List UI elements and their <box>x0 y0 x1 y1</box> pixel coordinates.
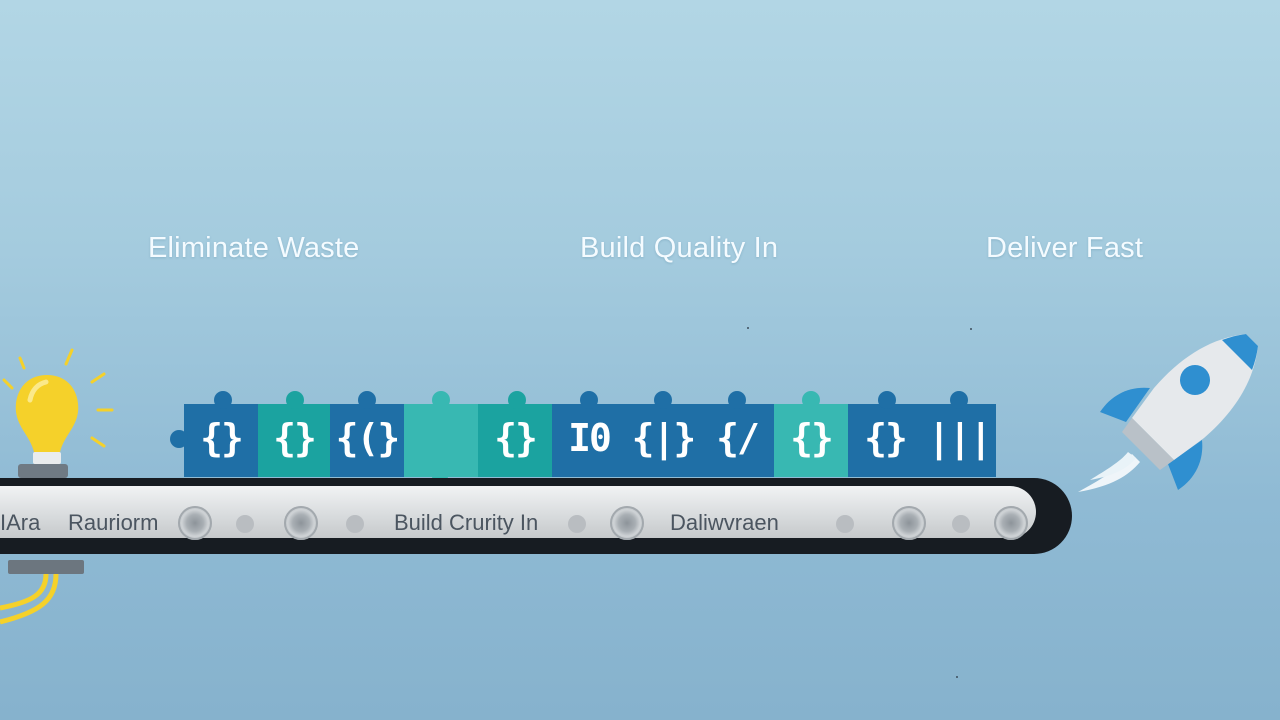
belt-label: Rauriorm <box>68 510 159 535</box>
code-braces-icon: {(} <box>335 416 401 460</box>
puzzle-piece: I0 <box>552 391 626 477</box>
puzzle-piece: ||| <box>922 391 996 477</box>
belt-label: Daliwvraen <box>670 510 779 535</box>
rocket-icon <box>1070 330 1260 500</box>
puzzle-piece: {} <box>170 391 258 477</box>
puzzle-piece: {} <box>258 391 330 477</box>
code-braces-icon: {} <box>273 416 317 460</box>
puzzle-piece: {|} <box>626 391 700 477</box>
belt-dot <box>346 515 364 533</box>
belt-dot <box>236 515 254 533</box>
puzzle-piece: {} <box>478 391 552 477</box>
belt-dot <box>568 515 586 533</box>
code-braces-icon: ||| <box>927 416 993 460</box>
heading-build-quality-in: Build Quality In <box>580 232 779 264</box>
roller <box>284 506 318 540</box>
speck <box>747 327 749 329</box>
belt-dot <box>952 515 970 533</box>
heading-eliminate-waste: Eliminate Waste <box>148 232 360 264</box>
code-braces-icon: {/ <box>716 416 760 460</box>
code-braces-icon: {} <box>494 416 538 460</box>
roller <box>892 506 926 540</box>
puzzle-piece: {/ <box>700 391 774 477</box>
conveyor-belt: IAra Rauriorm Build Crurity In Daliwvrae… <box>0 478 1072 554</box>
belt-dot <box>836 515 854 533</box>
roller <box>610 506 644 540</box>
puzzle-piece <box>404 391 478 487</box>
belt-label: IAra <box>0 510 41 535</box>
belt-label: Build Crurity In <box>394 510 539 535</box>
code-braces-icon: {} <box>864 416 908 460</box>
speck <box>970 328 972 330</box>
puzzle-piece: {(} <box>330 391 404 477</box>
code-braces-icon: {} <box>790 416 834 460</box>
puzzle-piece: {} <box>774 391 848 477</box>
roller <box>178 506 212 540</box>
code-braces-icon: {} <box>200 416 244 460</box>
heading-deliver-fast: Deliver Fast <box>986 232 1144 264</box>
belt-surface: IAra Rauriorm Build Crurity In Daliwvrae… <box>0 486 1036 540</box>
code-braces-icon: {|} <box>631 416 697 460</box>
speck <box>956 676 958 678</box>
puzzle-blocks: {} {} {(} {} I0 {|} {/ {} {} ||| <box>168 385 1008 487</box>
code-braces-icon: I0 <box>568 416 612 460</box>
roller <box>994 506 1028 540</box>
lightbulb-icon <box>0 340 120 650</box>
puzzle-piece: {} <box>848 391 922 477</box>
